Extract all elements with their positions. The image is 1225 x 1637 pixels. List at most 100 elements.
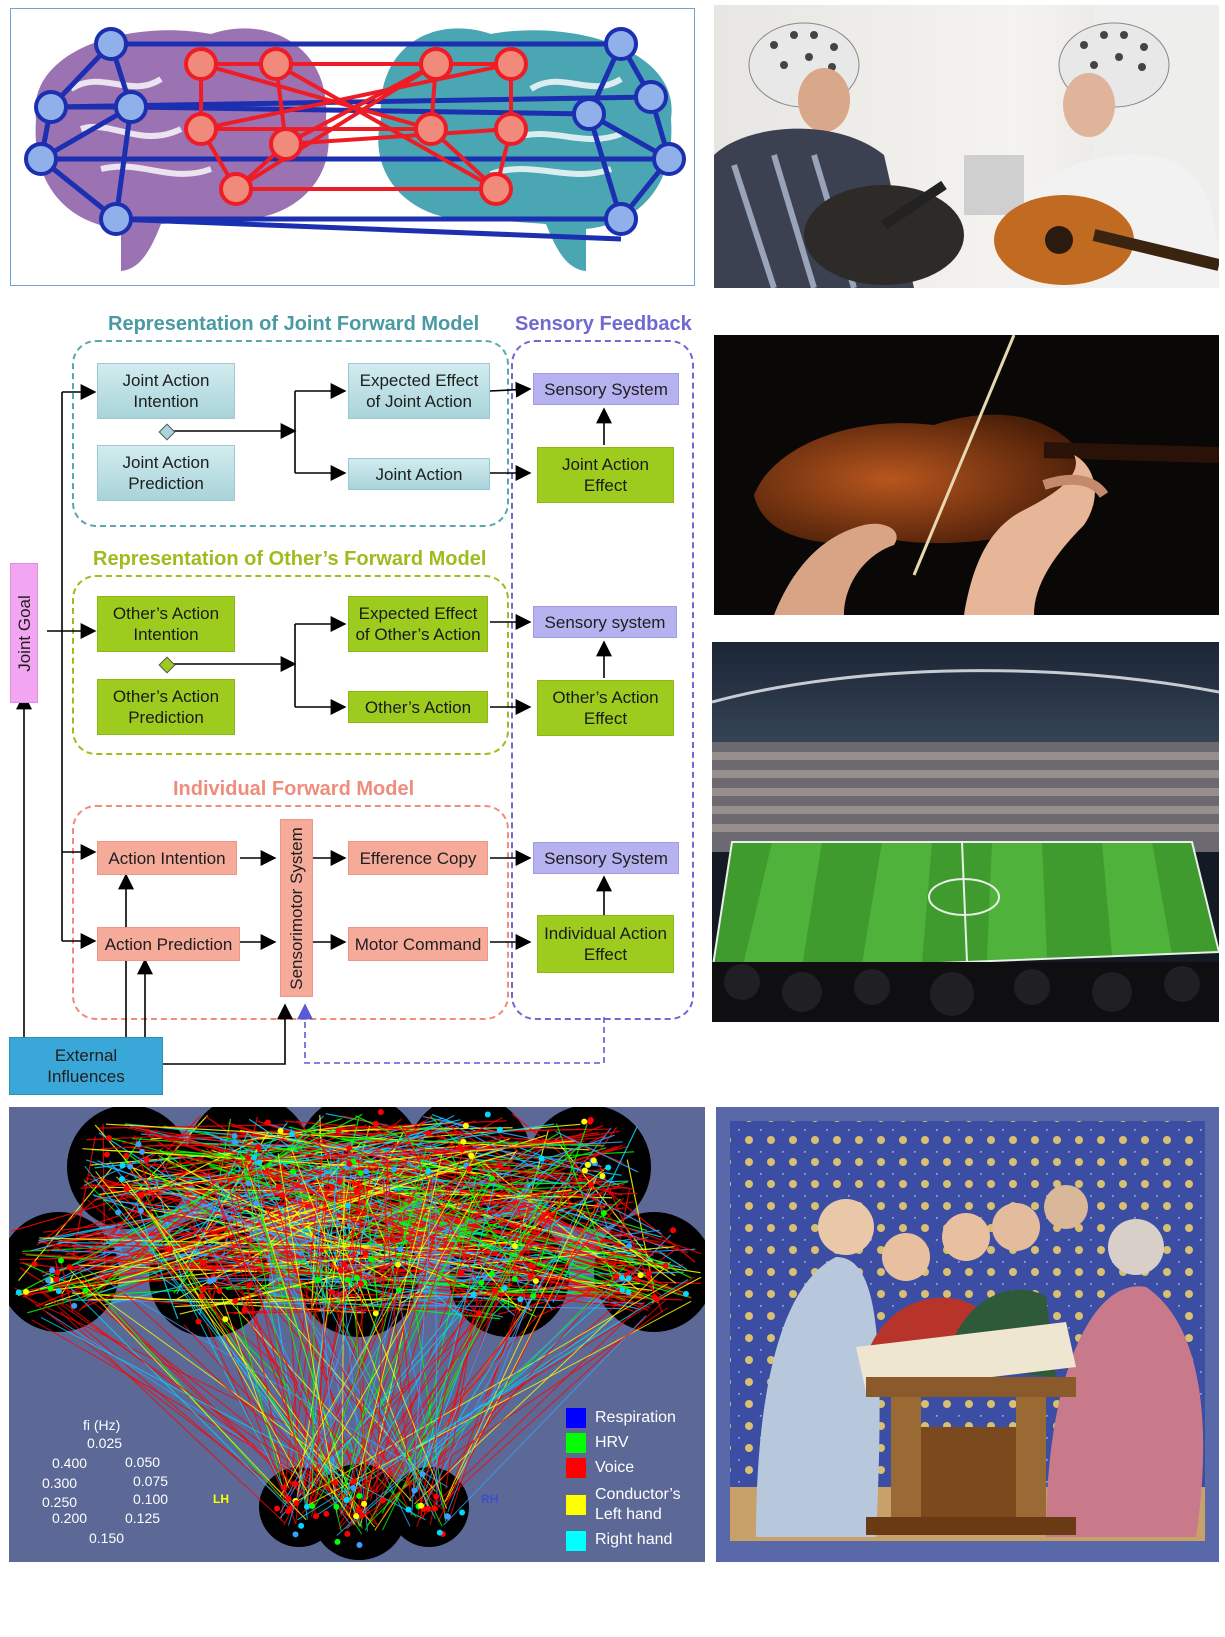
electrode-node <box>436 1529 443 1536</box>
electrode-node <box>431 1505 438 1512</box>
electrode-node <box>581 1118 588 1125</box>
electrode-node <box>66 1264 73 1271</box>
connectivity-edge <box>79 1137 502 1238</box>
connectivity-edge <box>284 1120 602 1146</box>
electrode-node <box>586 1118 593 1125</box>
electrode-node <box>54 1269 61 1276</box>
connectivity-edge <box>226 1172 289 1505</box>
electrode-node <box>293 1499 300 1506</box>
connectivity-edge <box>340 1148 427 1509</box>
connectivity-edge <box>75 1262 448 1488</box>
connectivity-edge <box>315 1169 497 1506</box>
connectivity-edge <box>97 1146 259 1290</box>
connectivity-edge <box>208 1163 540 1283</box>
electrode-node <box>637 1272 644 1279</box>
electrode-node <box>53 1276 60 1283</box>
connectivity-edge <box>509 1149 518 1160</box>
expected-effect-other-box: Expected Effect of Other’s Action <box>348 596 488 652</box>
connectivity-edge <box>344 1307 668 1530</box>
electrode-node <box>206 1278 213 1285</box>
connectivity-edge <box>18 1113 363 1294</box>
connectivity-edge <box>342 1276 695 1498</box>
connectivity-edge <box>288 1173 505 1185</box>
connectivity-edge <box>346 1279 628 1529</box>
connectivity-edge <box>403 1255 641 1310</box>
joint-action-effect-box: Joint Action Effect <box>537 447 674 503</box>
connectivity-edge <box>207 1173 361 1526</box>
electrode-node <box>232 1139 239 1146</box>
electrode-node <box>651 1294 658 1301</box>
electrode-node <box>470 1291 477 1298</box>
joint-action-box: Joint Action <box>348 458 490 490</box>
legend-label-respiration: Respiration <box>595 1409 676 1426</box>
external-influences-box: External Influences <box>9 1037 163 1095</box>
connectivity-edge <box>555 1253 615 1288</box>
electrode-node <box>284 1507 291 1514</box>
joint-forward-model-title: Representation of Joint Forward Model <box>108 313 480 335</box>
electrode-node <box>468 1152 475 1159</box>
connectivity-edge <box>552 1126 638 1303</box>
electrode-node <box>346 1160 353 1167</box>
electrode-node <box>682 1290 689 1297</box>
electrode-node <box>264 1119 271 1126</box>
connectivity-edge <box>221 1297 289 1488</box>
connectivity-edge <box>125 1208 403 1285</box>
connectivity-edge <box>470 1181 649 1260</box>
electrode-node <box>292 1531 299 1538</box>
sensory-feedback-group <box>511 340 694 1020</box>
freq-0400: 0.400 <box>52 1455 88 1471</box>
expected-effect-joint-box: Expected Effect of Joint Action <box>348 363 490 419</box>
electrode-node <box>379 1497 386 1504</box>
electrode-node <box>670 1227 677 1234</box>
legend-swatch-hrv <box>566 1433 586 1453</box>
connectivity-edge <box>94 1167 295 1201</box>
connectivity-edge <box>337 1184 484 1499</box>
connectivity-edge <box>412 1319 479 1497</box>
electrode-node <box>484 1111 491 1118</box>
efference-copy-box: Efference Copy <box>348 841 488 875</box>
freq-0075: 0.075 <box>133 1473 169 1489</box>
electrode-node <box>123 1152 130 1159</box>
electrode-node <box>511 1242 518 1249</box>
electrode-node <box>334 1538 341 1545</box>
electrode-node <box>459 1509 466 1516</box>
electrode-node <box>475 1310 482 1317</box>
electrode-node <box>355 1507 362 1514</box>
electrode-node <box>246 1282 253 1289</box>
connectivity-edge <box>38 1239 85 1261</box>
electrode-node <box>333 1503 340 1510</box>
connectivity-edge <box>406 1161 462 1194</box>
connectivity-edge <box>92 1293 314 1506</box>
connectivity-edge <box>422 1175 597 1509</box>
connectivity-edge <box>349 1190 368 1518</box>
electrode-node <box>115 1209 122 1216</box>
connectivity-edge <box>482 1161 639 1291</box>
connectivity-edge <box>408 1211 585 1502</box>
connectivity-edge <box>252 1131 571 1186</box>
connectivity-edge <box>371 1139 702 1255</box>
connectivity-edge <box>80 1136 286 1299</box>
forward-model-diagram: Representation of Joint Forward Model Se… <box>0 305 705 1105</box>
connectivity-edge <box>24 1295 437 1497</box>
electrode-node <box>22 1288 29 1295</box>
electrode-node <box>363 1168 370 1175</box>
electrode-node <box>361 1500 368 1507</box>
electrode-node <box>356 1492 363 1499</box>
violin-photo <box>714 335 1219 615</box>
rh-label: RH <box>481 1492 499 1506</box>
electrode-node <box>138 1192 145 1199</box>
connectivity-edge <box>129 1154 343 1314</box>
connectivity-network-svg <box>9 1107 705 1560</box>
medieval-choir-painting <box>716 1107 1219 1562</box>
connectivity-edge <box>41 1240 255 1274</box>
electrode-node <box>357 1170 364 1177</box>
electrode-node <box>274 1505 281 1512</box>
connectivity-edge <box>359 1182 450 1517</box>
connectivity-edge <box>346 1144 515 1247</box>
connectivity-edge <box>287 1160 399 1526</box>
electrode-node <box>614 1273 621 1280</box>
legend-swatch-respiration <box>566 1408 586 1428</box>
connectivity-edge <box>19 1267 45 1284</box>
connectivity-edge <box>555 1139 656 1266</box>
electrode-node <box>211 1265 218 1272</box>
